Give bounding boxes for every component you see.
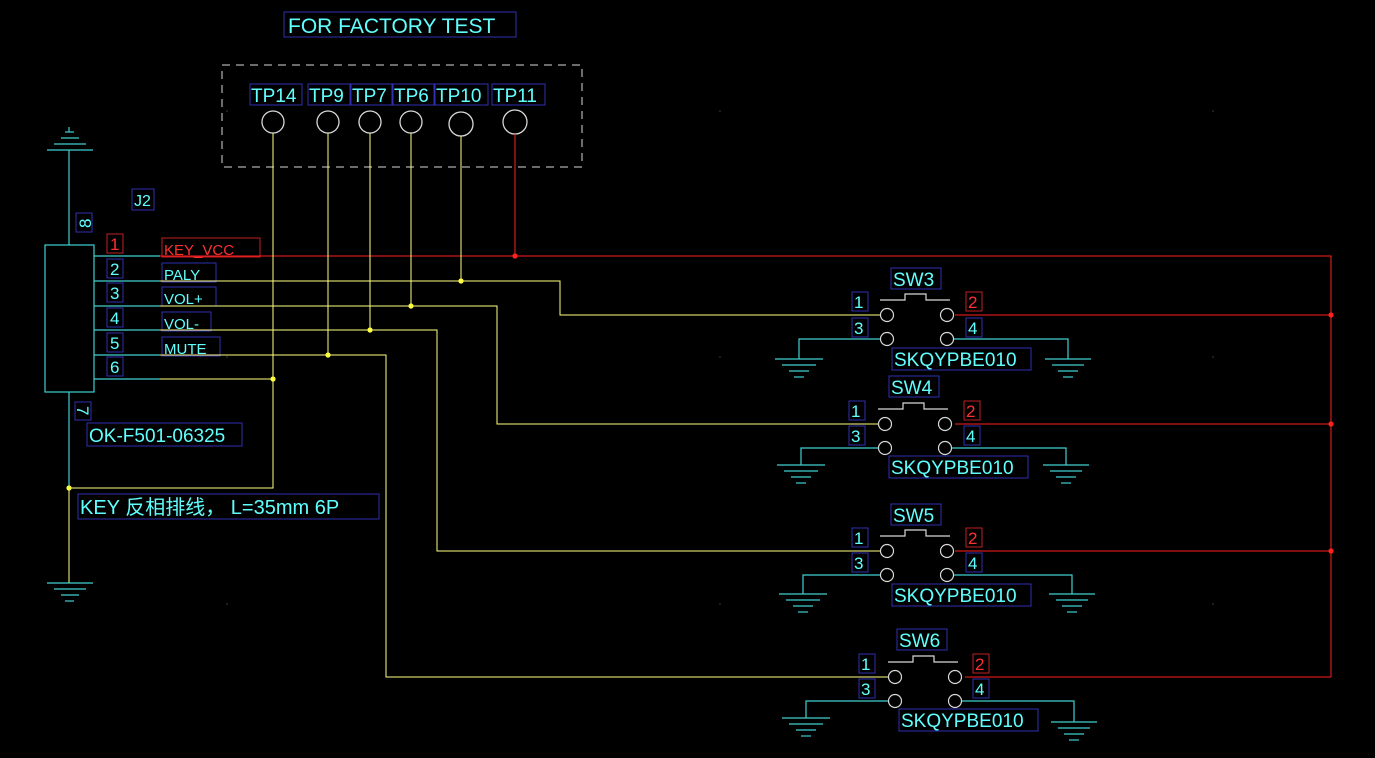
tp10-label: TP10 [436, 86, 481, 107]
test-point-frame [221, 64, 583, 168]
wires [69, 133, 1332, 678]
sw5-pin-3: 3 [854, 554, 863, 573]
ground-icon [1045, 358, 1091, 378]
wire-paly [160, 280, 880, 316]
sw5-part: SKQYPBE010 [894, 586, 1017, 607]
tp6-label: TP6 [394, 86, 429, 107]
ground-icon [782, 717, 830, 737]
sw3-ref: SW3 [893, 270, 934, 291]
tp7-pad [358, 110, 382, 134]
sw4-pin-1: 1 [851, 402, 860, 421]
switch-sw5: SW5 1 2 3 4 SKQYPBE010 [779, 503, 1095, 613]
tp11-pad [502, 109, 528, 135]
connector-body [44, 244, 95, 393]
ground-icon [47, 582, 93, 602]
switch-actuator-icon [878, 402, 948, 410]
switch-sw3: SW3 1 2 3 4 SKQYPBE010 [775, 267, 1091, 378]
sw6-pin-4: 4 [975, 680, 984, 699]
net-key-vcc: KEY_VCC [164, 242, 234, 259]
tp14-pad [261, 110, 285, 134]
switch-sw6: SW6 1 2 3 4 SKQYPBE010 [782, 628, 1097, 741]
tp9-pad [316, 110, 340, 134]
tp11-label: TP11 [493, 86, 537, 107]
pin-3-label: 3 [110, 284, 119, 303]
sw6-ref: SW6 [899, 631, 940, 652]
sw6-pin-2: 2 [975, 655, 984, 674]
pin-2-label: 2 [110, 260, 119, 279]
switch-actuator-icon [880, 293, 950, 301]
sw4-pin-3: 3 [851, 427, 860, 446]
tp7-label: TP7 [352, 86, 387, 107]
sw3-pin-2: 2 [968, 293, 977, 312]
connector-part-number: OK-F501-06325 [89, 426, 225, 447]
test-point-labels: TP14 TP9 TP7 TP6 TP10 TP11 [249, 83, 546, 107]
tp9-label: TP9 [309, 86, 344, 107]
sw6-pin-3: 3 [861, 680, 870, 699]
tp6-pad [399, 110, 423, 134]
junctions [66, 253, 1334, 554]
factory-test-title-group: FOR FACTORY TEST [283, 11, 517, 38]
sw5-pin-1: 1 [854, 529, 863, 548]
net-vol-minus: VOL- [164, 316, 199, 333]
sw5-pin-2: 2 [968, 529, 977, 548]
ground-icon [47, 127, 93, 151]
sw3-pin-1: 1 [854, 293, 863, 312]
wire-vol-minus [160, 329, 880, 552]
cable-note: KEY 反相排线， L=35mm 6P [80, 496, 339, 519]
ground-icon [779, 593, 827, 613]
sw5-pin-4: 4 [968, 554, 977, 573]
sw5-ref: SW5 [893, 506, 934, 527]
pin-7-label: 7 [73, 406, 92, 415]
switch-sw4: SW4 1 2 3 4 SKQYPBE010 [777, 375, 1089, 484]
pin-4-label: 4 [110, 309, 119, 328]
ground-icon [777, 464, 825, 484]
pin-1-label: 1 [110, 235, 119, 254]
sw4-pin-4: 4 [966, 427, 975, 446]
net-mute: MUTE [164, 341, 207, 358]
pin-6-label: 6 [110, 358, 119, 377]
sw4-pin-2: 2 [966, 402, 975, 421]
tp10-pad [448, 111, 474, 137]
net-vol-plus: VOL+ [164, 291, 203, 308]
wire-vol-plus [160, 305, 878, 425]
sw6-pin-1: 1 [861, 655, 870, 674]
factory-test-title: FOR FACTORY TEST [288, 15, 495, 38]
switch-actuator-icon [880, 529, 950, 537]
sw4-part: SKQYPBE010 [891, 458, 1014, 479]
switch-actuator-icon [888, 655, 958, 663]
connector-j2: 8 7 J2 OK-F501-06325 1 2 3 4 5 6 [44, 127, 380, 602]
sw3-part: SKQYPBE010 [894, 350, 1017, 371]
sw6-part: SKQYPBE010 [901, 711, 1024, 732]
pin-5-label: 5 [110, 334, 119, 353]
sw4-ref: SW4 [891, 378, 933, 399]
sw3-pin-3: 3 [854, 319, 863, 338]
net-paly: PALY [164, 267, 200, 284]
connector-ref: J2 [134, 193, 151, 210]
ground-icon [1051, 721, 1097, 741]
tp14-label: TP14 [251, 86, 297, 107]
ground-icon [775, 358, 823, 378]
test-point-pads [261, 109, 528, 137]
pin-8-label: 8 [76, 219, 95, 228]
wire-key-vcc [160, 255, 1332, 677]
sw3-pin-4: 4 [968, 319, 977, 338]
grid-dots [226, 110, 1214, 605]
ground-icon [1043, 464, 1089, 484]
ground-icon [1049, 593, 1095, 613]
